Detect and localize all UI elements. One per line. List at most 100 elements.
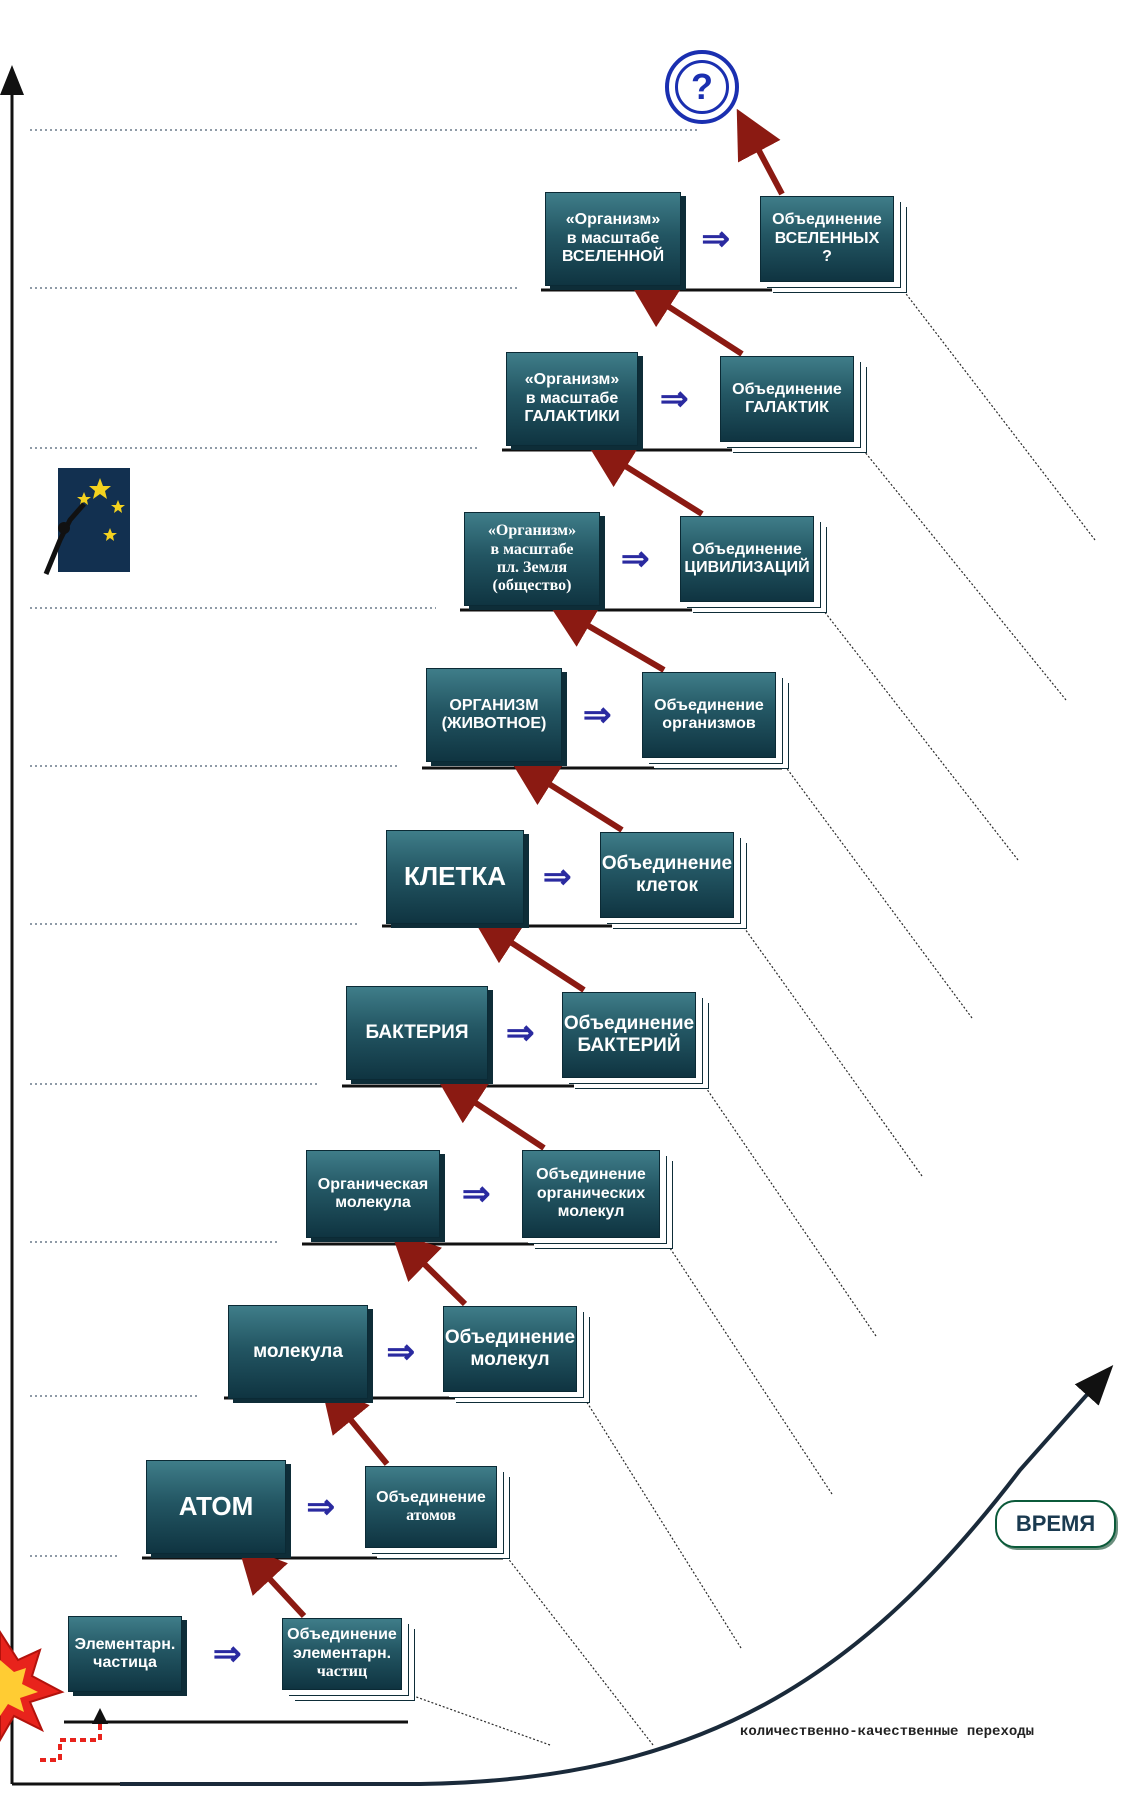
level-5-implies-arrow: ⇒ xyxy=(506,1014,535,1052)
level-10-union-box-line: ? xyxy=(822,248,832,266)
level-8-entity-box-line: пл. Земля xyxy=(496,559,568,576)
axes xyxy=(0,65,1114,1786)
level-8-union-box-line: Объединение xyxy=(692,540,802,558)
level-7-implies-arrow: ⇒ xyxy=(583,696,612,734)
level-1-union-box-line: Объединение xyxy=(287,1626,397,1644)
level-1-diagonal-arrow xyxy=(402,1691,551,1746)
growth-curve xyxy=(120,1365,1114,1786)
level-4-entity-box-line: молекула xyxy=(335,1194,411,1211)
level-10-implies-arrow: ⇒ xyxy=(701,220,731,258)
level-3-union-box-line: молекул xyxy=(470,1349,550,1370)
level-5-entity-box: БАКТЕРИЯ xyxy=(346,986,488,1080)
level-3-union-box-line: Объединение xyxy=(444,1327,576,1349)
start-arrow-icon xyxy=(40,1708,108,1762)
level-9-transition-arrow xyxy=(628,280,744,357)
level-8-implies-arrow: ⇒ xyxy=(621,540,650,578)
level-4-union-box-line: молекул xyxy=(557,1203,625,1221)
level-5-transition-arrow xyxy=(471,916,586,993)
level-8-entity-box-line: (общество) xyxy=(492,577,572,595)
level-10-union-box-line: ВСЕЛЕННЫХ xyxy=(774,229,880,247)
level-platforms xyxy=(64,288,900,1724)
level-6-transition-arrow xyxy=(509,759,624,833)
level-2-implies-arrow: ⇒ xyxy=(306,1488,336,1526)
level-4-union-box-line: Объединение xyxy=(536,1166,646,1184)
level-2-union-box-line: Объединение xyxy=(376,1488,486,1506)
level-9-entity-box-line: ГАЛАКТИКИ xyxy=(524,408,620,426)
level-7-entity-box-line: (ЖИВОТНОЕ) xyxy=(441,715,547,732)
level-9-implies-arrow: ⇒ xyxy=(660,380,689,418)
level-4-entity-box-line: Органическая xyxy=(317,1175,429,1193)
level-9-union-box-line: Объединение xyxy=(732,380,842,398)
level-2-transition-arrow xyxy=(320,1383,390,1466)
dotted-level-lines xyxy=(30,129,700,1721)
level-2-entity-box: АТОМ xyxy=(146,1460,286,1554)
level-1-entity-box-line: частица xyxy=(93,1654,157,1671)
level-2-diagonal-arrow xyxy=(499,1547,654,1746)
level-1-union-box-line: элементарн. xyxy=(292,1644,392,1662)
level-5-union-box-line: Объединение xyxy=(563,1013,695,1035)
level-1-union-box-line: частиц xyxy=(316,1663,368,1681)
level-10-entity-box-line: «Организм» xyxy=(565,211,661,229)
level-6-diagonal-arrow xyxy=(736,917,923,1177)
level-10-entity-box-line: ВСЕЛЕННОЙ xyxy=(561,248,665,266)
level-6-entity-box: КЛЕТКА xyxy=(386,830,524,924)
level-4-transition-arrow xyxy=(435,1076,546,1151)
level-7-entity-box-line: ОРГАНИЗМ xyxy=(449,696,539,714)
level-6-entity-box-line: КЛЕТКА xyxy=(404,861,506,892)
level-8-union-box-line: ЦИВИЛИЗАЦИЙ xyxy=(684,559,810,576)
level-8-transition-arrow xyxy=(585,441,704,517)
level-10-entity-box-line: в масштабе xyxy=(566,229,660,247)
level-9-entity-box-line: «Организм» xyxy=(524,371,620,389)
question-mark: ? xyxy=(675,60,729,114)
level-3-entity-box: молекула xyxy=(228,1305,368,1399)
level-3-implies-arrow: ⇒ xyxy=(386,1333,416,1371)
level-8-entity-box-line: «Организм» xyxy=(487,522,577,540)
level-1-transition-arrow xyxy=(237,1544,307,1619)
level-7-transition-arrow xyxy=(547,601,666,673)
level-7-union-box-line: организмов xyxy=(662,715,756,732)
level-7-union-box-line: Объединение xyxy=(654,696,764,714)
level-10-diagonal-arrow xyxy=(896,281,1096,541)
caption: количественно-качественные переходы xyxy=(740,1724,1035,1740)
night-sky-stars xyxy=(43,468,130,575)
level-6-union-box-line: клеток xyxy=(635,875,699,896)
level-1-entity-box: Элементарн.частица xyxy=(68,1616,182,1692)
time-badge: ВРЕМЯ xyxy=(995,1500,1116,1548)
level-5-entity-box-line: БАКТЕРИЯ xyxy=(365,1022,469,1044)
level-3-transition-arrow xyxy=(390,1231,468,1307)
level-8-diagonal-arrow xyxy=(816,601,1019,861)
level-4-diagonal-arrow xyxy=(662,1236,833,1495)
burst-icon xyxy=(0,1630,65,1742)
level-9-union-box-line: ГАЛАКТИК xyxy=(745,399,829,416)
level-9-diagonal-arrow xyxy=(856,441,1067,701)
level-2-union-box-line: атомов xyxy=(406,1507,456,1524)
level-1-implies-arrow: ⇒ xyxy=(213,1635,242,1673)
level-5-union-box-line: БАКТЕРИЙ xyxy=(577,1035,681,1056)
level-4-implies-arrow: ⇒ xyxy=(462,1175,491,1213)
question-circle-icon: ? xyxy=(665,50,739,124)
diagonal-arrows xyxy=(402,281,1096,1746)
level-9-entity-box-line: в масштабе xyxy=(525,389,619,407)
level-1-entity-box-line: Элементарн. xyxy=(74,1635,176,1653)
level-5-diagonal-arrow xyxy=(698,1077,877,1337)
level-10-transition-arrow xyxy=(736,108,785,196)
level-8-entity-box-line: в масштабе xyxy=(490,540,574,558)
level-6-implies-arrow: ⇒ xyxy=(543,858,572,896)
level-2-entity-box-line: АТОМ xyxy=(178,1491,254,1522)
level-10-union-box-line: Объединение xyxy=(772,211,882,229)
